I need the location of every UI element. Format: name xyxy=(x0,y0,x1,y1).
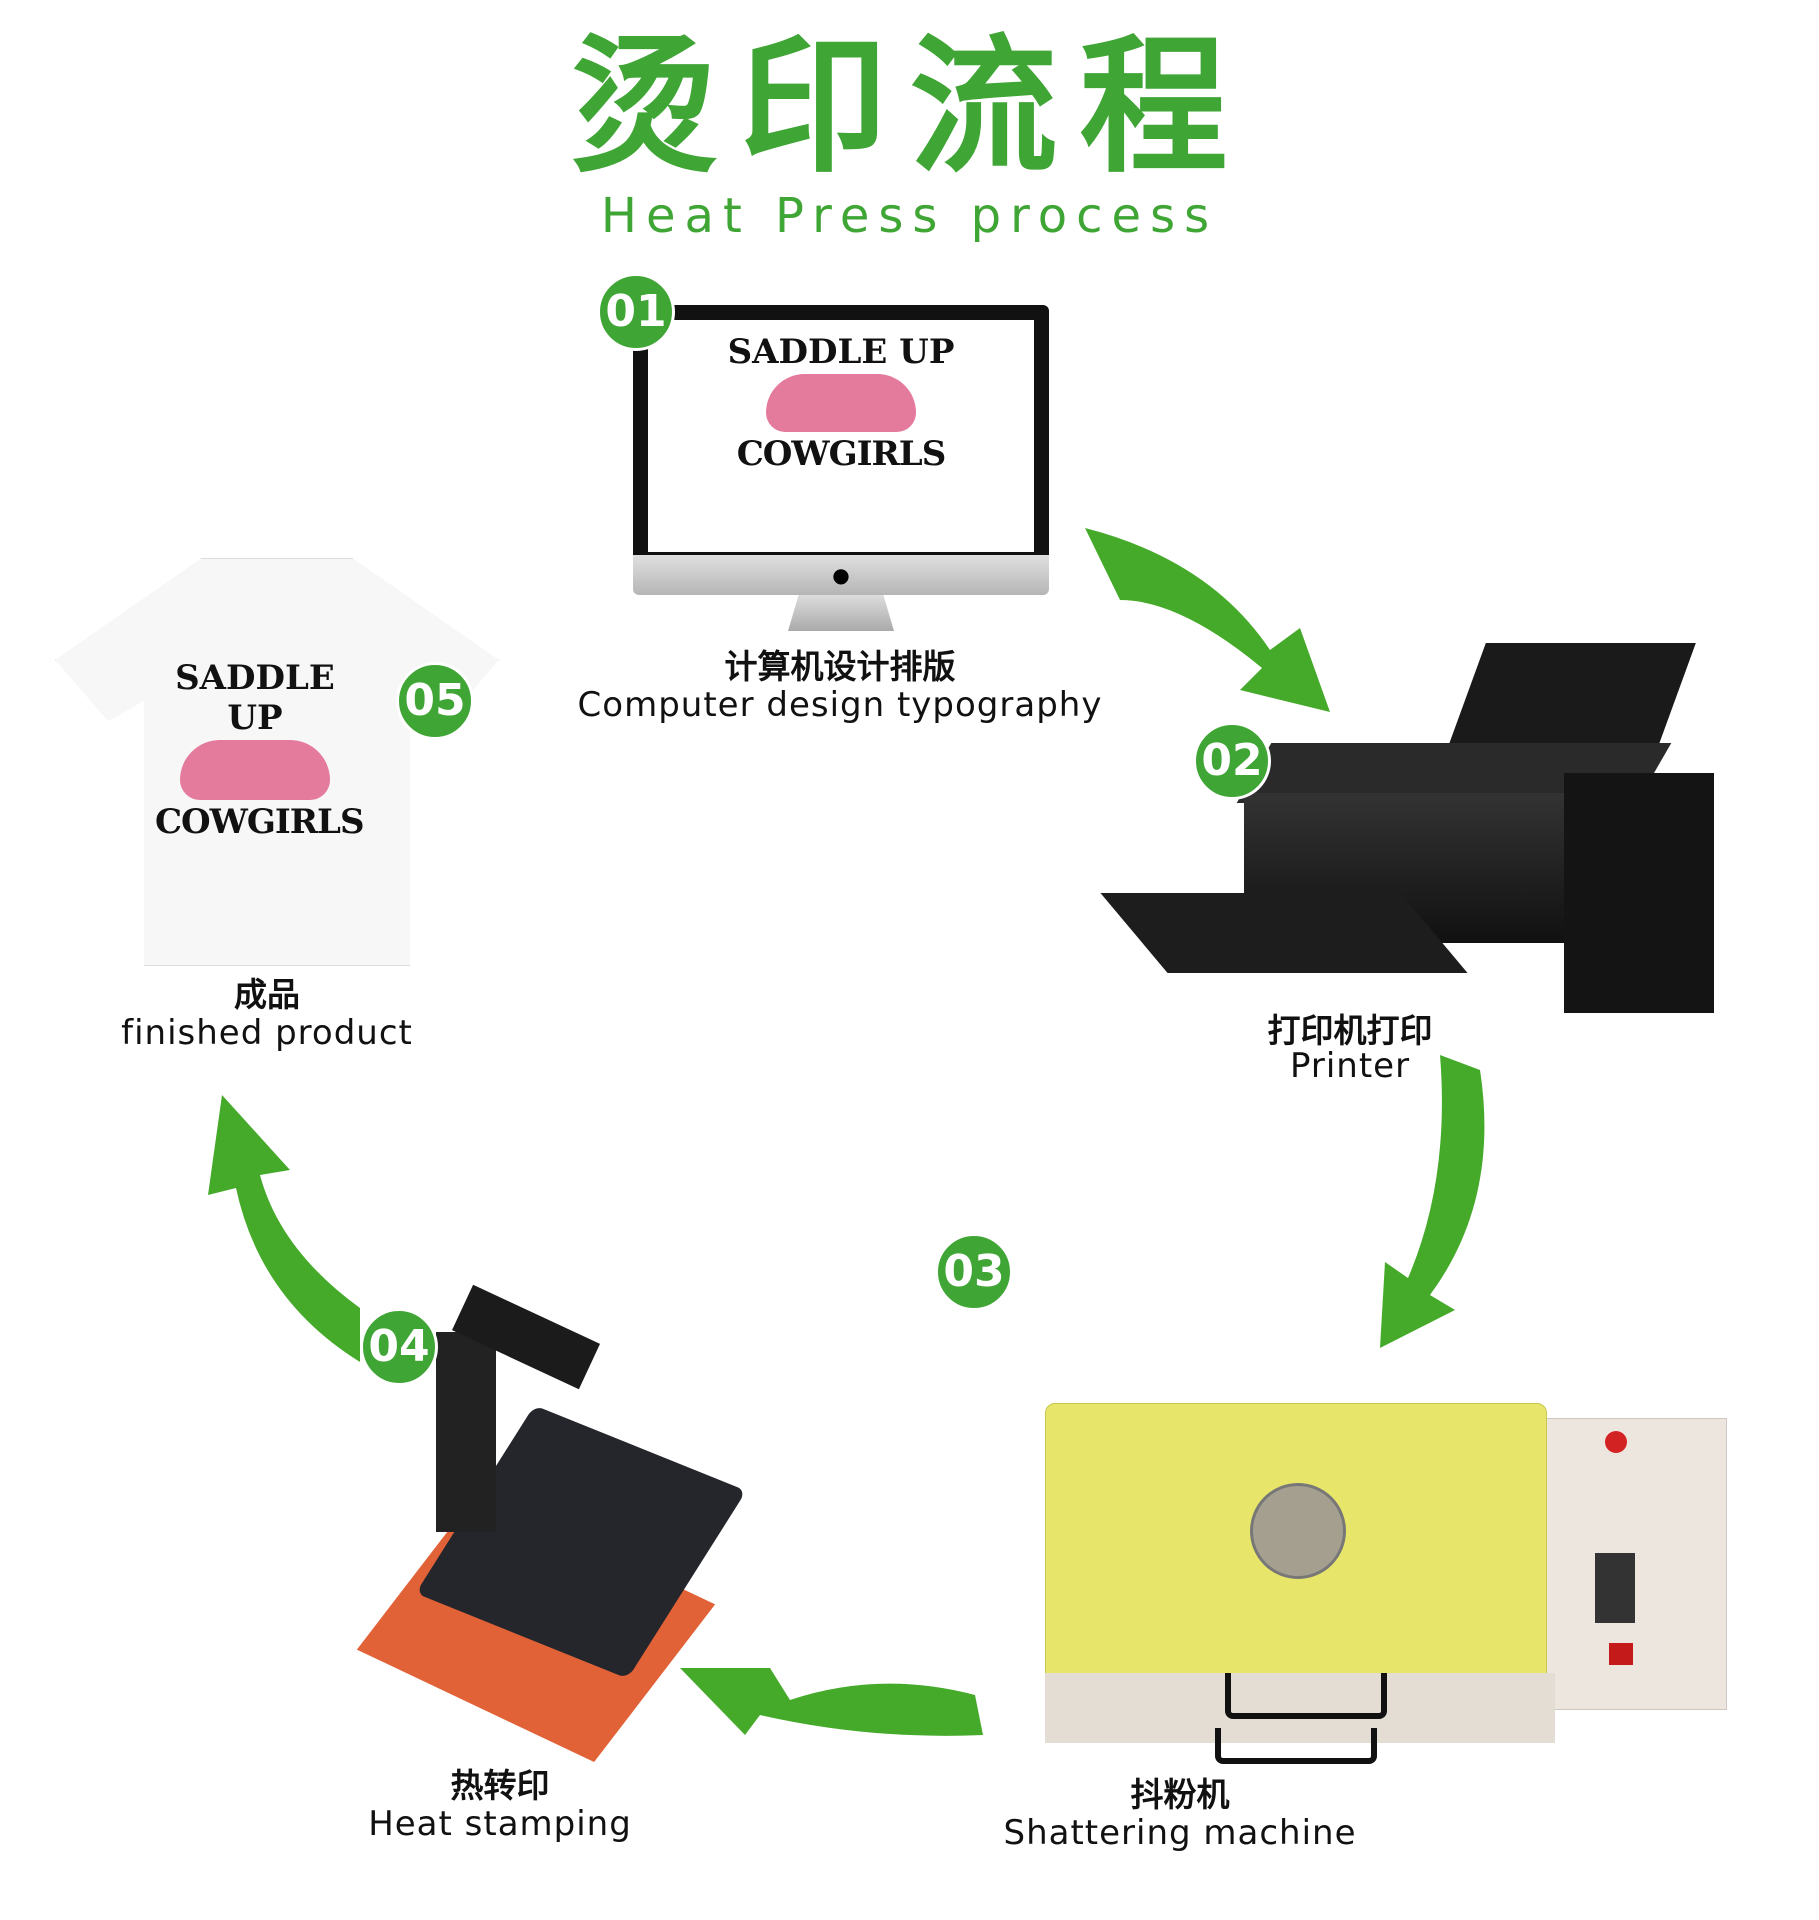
step-badge-04: 04 xyxy=(360,1308,438,1386)
step-badge-01: 01 xyxy=(597,273,675,351)
step-cn-05: 成品 xyxy=(234,975,300,1014)
step-badge-02: 02 xyxy=(1193,722,1271,800)
step-label-05: 成品 finished product xyxy=(67,975,467,1053)
arrow-4-to-5 xyxy=(208,1095,360,1362)
step-label-01: 计算机设计排版 Computer design typography xyxy=(540,647,1140,725)
powder-shaker-image xyxy=(1025,1383,1741,1764)
step-en-03: Shattering machine xyxy=(1003,1813,1357,1853)
shirt-design-text-top: SADDLE UP xyxy=(175,658,335,738)
step-badge-05: 05 xyxy=(396,662,474,740)
heat-press-image xyxy=(356,1284,747,1763)
page-title: 烫印流程 xyxy=(569,21,1250,193)
monitor-image: SADDLE UP COWGIRLS ● xyxy=(633,305,1049,637)
step-en-02: Printer xyxy=(1289,1046,1411,1086)
step-label-03: 抖粉机 Shattering machine xyxy=(970,1775,1390,1853)
design-text-bottom: COWGIRLS xyxy=(736,434,947,474)
shirt-cowboy-hat-icon xyxy=(180,740,330,800)
step-en-05: finished product xyxy=(121,1013,413,1053)
t-shirt-image: SADDLE UP COWGIRLS xyxy=(55,558,499,966)
printer-image xyxy=(1100,643,1716,1019)
arrow-3-to-4 xyxy=(680,1668,983,1736)
step-en-01: Computer design typography xyxy=(577,685,1103,725)
cowboy-hat-icon xyxy=(766,374,916,432)
step-badge-03: 03 xyxy=(935,1233,1013,1311)
apple-logo-icon: ● xyxy=(633,555,1049,595)
design-text-top: SADDLE UP xyxy=(727,332,955,372)
step-label-04: 热转印 Heat stamping xyxy=(300,1766,700,1844)
arrow-2-to-3 xyxy=(1380,1055,1485,1348)
page-subtitle: Heat Press process xyxy=(600,188,1219,244)
step-label-02: 打印机打印 Printer xyxy=(1150,1011,1550,1086)
step-cn-01: 计算机设计排版 xyxy=(724,647,956,686)
shirt-design-text-bottom: COWGIRLS xyxy=(155,802,365,842)
step-en-04: Heat stamping xyxy=(368,1804,632,1844)
step-cn-04: 热转印 xyxy=(450,1766,550,1805)
step-cn-02: 打印机打印 xyxy=(1267,1011,1433,1050)
arrow-1-to-2 xyxy=(1085,528,1330,712)
step-cn-03: 抖粉机 xyxy=(1130,1775,1230,1814)
monitor-screen: SADDLE UP COWGIRLS xyxy=(648,320,1034,552)
